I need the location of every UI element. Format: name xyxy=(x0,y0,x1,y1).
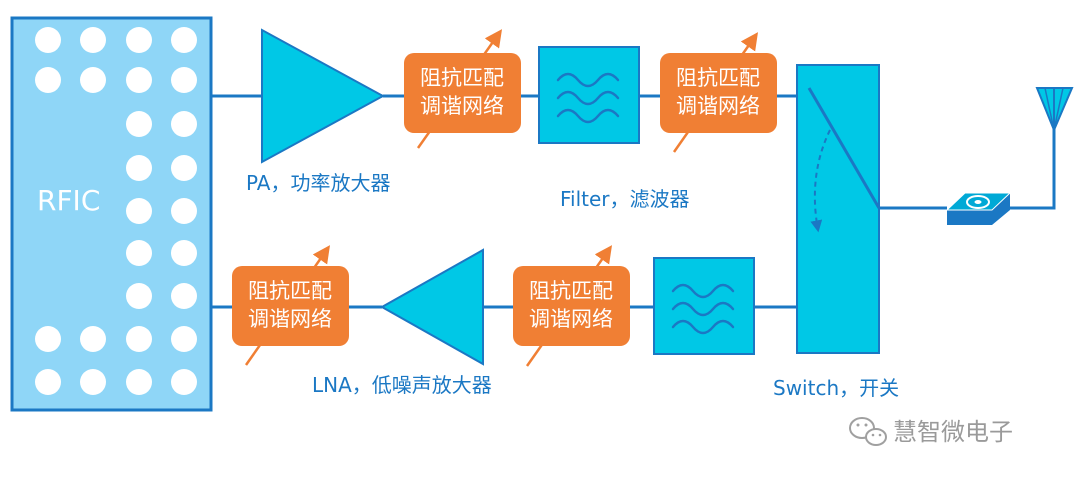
match-label-line1: 阻抗匹配 xyxy=(676,66,760,90)
switch-label: Switch，开关 xyxy=(773,376,899,400)
rfic-pins xyxy=(35,27,197,395)
rfic-pin xyxy=(35,27,61,53)
rfic-pin xyxy=(35,67,61,93)
tx-filter xyxy=(538,46,640,144)
rfic-pin xyxy=(35,369,61,395)
rfic-chip: RFIC xyxy=(10,16,213,412)
rfic-pin xyxy=(171,283,197,309)
antenna-icon xyxy=(1035,87,1074,133)
rfic-label: RFIC xyxy=(37,184,100,217)
match-label-line2: 调谐网络 xyxy=(420,94,504,118)
rfic-pin xyxy=(126,240,152,266)
antenna-line xyxy=(1010,110,1056,210)
lna-amplifier xyxy=(379,248,484,366)
rfic-pin xyxy=(126,111,152,137)
rfic-pin xyxy=(126,283,152,309)
rfic-pin xyxy=(126,198,152,224)
match-label-line1: 阻抗匹配 xyxy=(248,279,332,303)
match-label-line2: 调谐网络 xyxy=(248,307,332,331)
rfic-pin xyxy=(171,27,197,53)
rfic-pin xyxy=(171,155,197,181)
rfic-pin xyxy=(35,326,61,352)
rx-matching-network-lna: 阻抗匹配 调谐网络 xyxy=(513,245,630,367)
rfic-pin xyxy=(171,369,197,395)
wechat-icon xyxy=(849,417,887,446)
filter-label: Filter，滤波器 xyxy=(560,187,690,211)
tx-matching-network-2: 阻抗匹配 调谐网络 xyxy=(660,32,777,153)
watermark: 慧智微电子 xyxy=(849,417,1013,446)
rfic-pin xyxy=(126,67,152,93)
lna-label: LNA，低噪声放大器 xyxy=(312,373,492,397)
pa-amplifier xyxy=(261,28,386,164)
signal-lines xyxy=(212,94,1056,309)
tx-matching-network-1: 阻抗匹配 调谐网络 xyxy=(404,29,521,149)
rfic-pin xyxy=(80,67,106,93)
match-label-line2: 调谐网络 xyxy=(676,94,760,118)
filter-wave-icon xyxy=(671,283,735,335)
rfic-pin xyxy=(171,198,197,224)
switch-blade xyxy=(807,87,881,209)
rfic-pin xyxy=(171,326,197,352)
match-label-line1: 阻抗匹配 xyxy=(420,66,504,90)
watermark-text: 慧智微电子 xyxy=(893,418,1013,446)
rfic-pin xyxy=(126,326,152,352)
filter-wave-icon xyxy=(556,72,620,124)
rx-matching-network-rfic: 阻抗匹配 调谐网络 xyxy=(232,245,349,366)
rf-switch xyxy=(796,64,881,354)
rfic-pin xyxy=(171,111,197,137)
rfic-pin xyxy=(80,27,106,53)
match-label-line1: 阻抗匹配 xyxy=(529,279,613,303)
rfic-pin xyxy=(126,155,152,181)
rfic-pin xyxy=(171,67,197,93)
switch-motion-arrow xyxy=(810,129,831,233)
antenna-connector xyxy=(945,192,1012,225)
rx-filter xyxy=(653,257,755,355)
rfic-pin xyxy=(80,326,106,352)
rfic-pin xyxy=(171,240,197,266)
match-label-line2: 调谐网络 xyxy=(529,307,613,331)
pa-label: PA，功率放大器 xyxy=(246,171,390,195)
rfic-pin xyxy=(126,27,152,53)
rfic-pin xyxy=(80,369,106,395)
rfic-pin xyxy=(126,369,152,395)
